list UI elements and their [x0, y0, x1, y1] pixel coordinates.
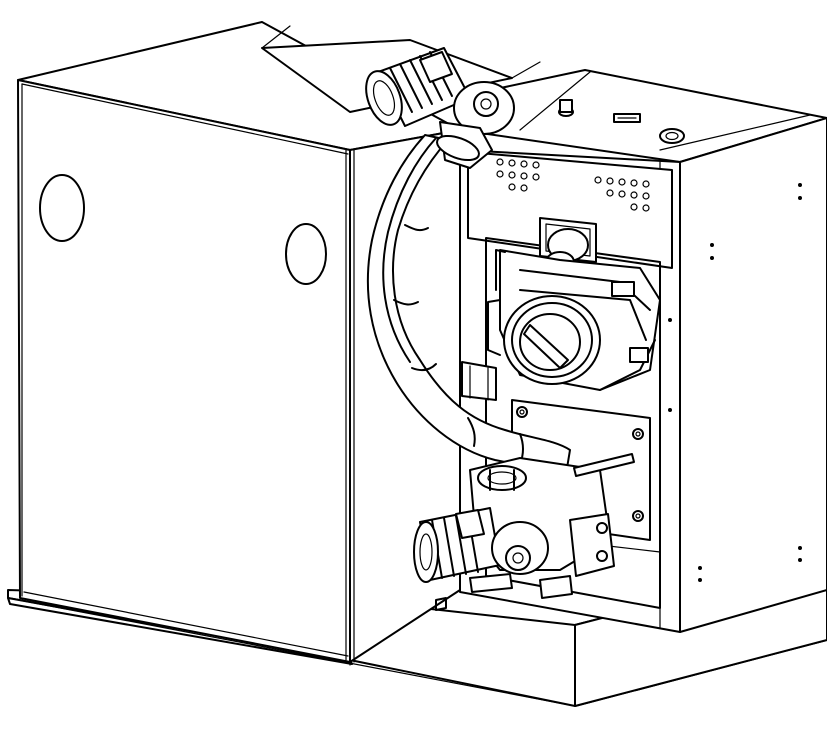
upper-motor-icon [365, 47, 515, 169]
vent-holes [496, 158, 650, 212]
lower-motor-icon [413, 453, 635, 599]
burner-icon [487, 217, 661, 391]
